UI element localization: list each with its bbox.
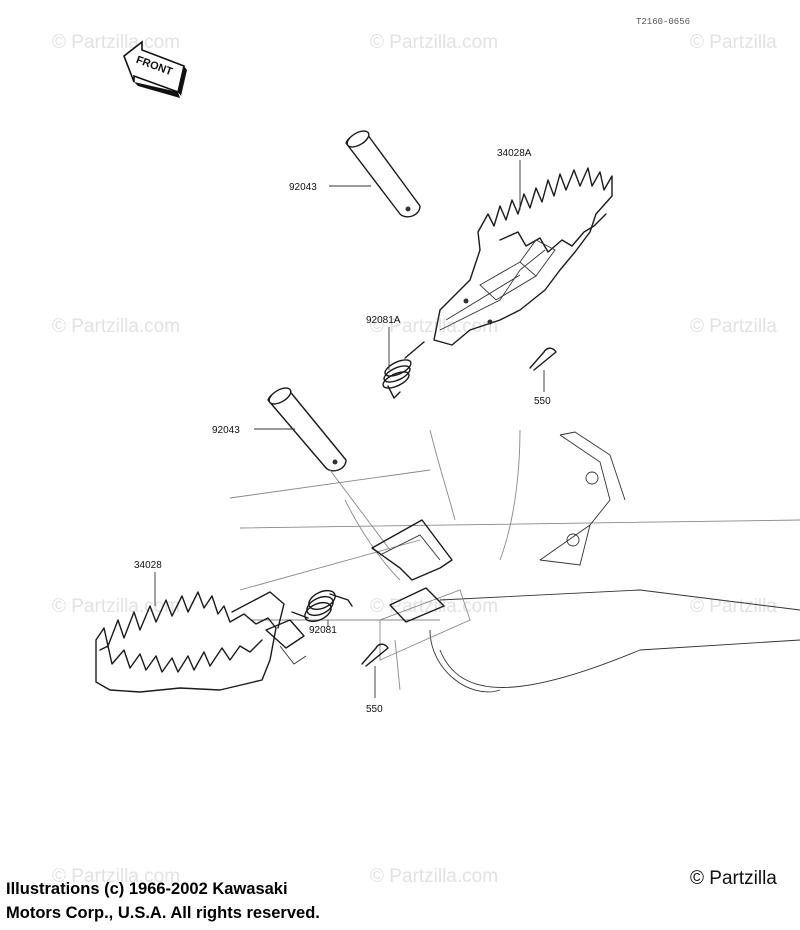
watermark: © Partzilla.com bbox=[370, 32, 498, 53]
diagram-code: T2160-0656 bbox=[636, 17, 690, 27]
watermark: © Partzilla.com bbox=[52, 596, 180, 617]
callout-step-lower: 34028 bbox=[134, 560, 162, 571]
copyright-line: Motors Corp., U.S.A. All rights reserved… bbox=[6, 904, 320, 922]
watermark: © Partzilla.com bbox=[52, 866, 180, 887]
watermarks: © Partzilla.com © Partzilla.com © Partzi… bbox=[52, 32, 777, 887]
cotter-pin-lower bbox=[361, 643, 389, 667]
pin-upper bbox=[345, 130, 421, 218]
watermark: © Partzilla bbox=[690, 32, 777, 53]
watermark: © Partzilla.com bbox=[370, 316, 498, 337]
footpeg-upper bbox=[433, 167, 613, 346]
copyright-notice: Illustrations (c) 1966-2002 Kawasaki Mot… bbox=[6, 877, 320, 925]
front-arrow-icon: FRONT bbox=[123, 40, 187, 98]
spring-upper bbox=[382, 341, 425, 399]
footpeg-bracket bbox=[371, 519, 453, 623]
watermark: © Partzilla.com bbox=[52, 32, 180, 53]
frame-background bbox=[229, 429, 800, 693]
pin-lower bbox=[267, 387, 391, 551]
callout-cotter-upper: 550 bbox=[534, 396, 551, 407]
partzilla-logo: © Partzilla bbox=[690, 868, 777, 889]
copyright-line: Illustrations (c) 1966-2002 Kawasaki bbox=[6, 880, 288, 898]
watermark: © Partzilla bbox=[690, 596, 777, 617]
callout-step-upper: 34028A bbox=[497, 148, 532, 159]
footpeg-lower bbox=[95, 591, 307, 693]
callout-spring-upper: 92081A bbox=[366, 315, 401, 326]
watermark: © Partzilla.com bbox=[370, 866, 498, 887]
callout-pin-upper: 92043 bbox=[289, 182, 317, 193]
watermark: © Partzilla.com bbox=[52, 316, 180, 337]
cotter-pin-upper bbox=[529, 347, 557, 371]
callout-spring-lower: 92081 bbox=[309, 625, 337, 636]
callout-pin-lower: 92043 bbox=[212, 425, 240, 436]
watermark: © Partzilla bbox=[690, 316, 777, 337]
watermark: © Partzilla.com bbox=[370, 596, 498, 617]
callout-cotter-lower: 550 bbox=[366, 704, 383, 715]
spring-lower bbox=[291, 589, 353, 623]
